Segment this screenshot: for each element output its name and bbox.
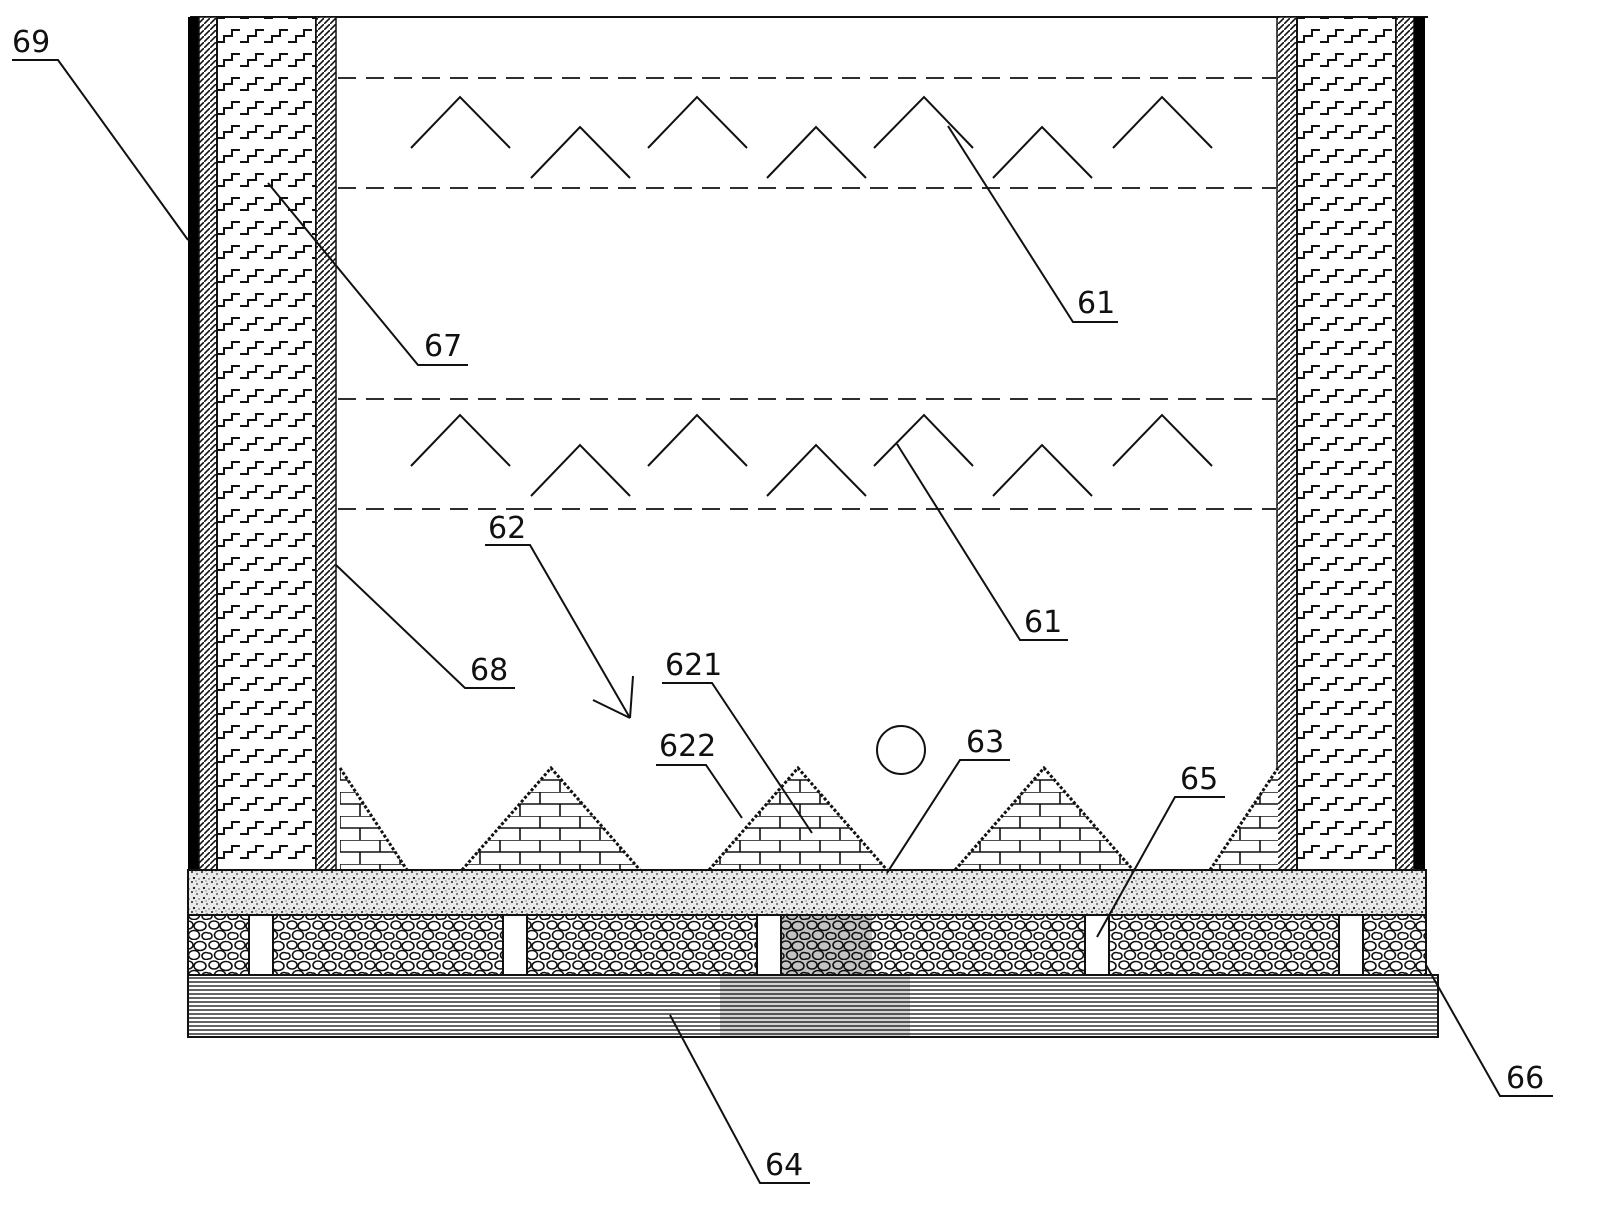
leader-lines	[12, 59, 1553, 1184]
label-66: 66	[1506, 1061, 1544, 1096]
label-63: 63	[966, 725, 1004, 760]
label-68: 68	[470, 653, 508, 688]
upper-chevron-row	[410, 95, 1213, 179]
dashed-layer-lines	[338, 77, 1276, 510]
label-61-bottom: 61	[1024, 605, 1062, 640]
label-64: 64	[765, 1148, 803, 1183]
left-wall	[188, 16, 337, 871]
gravel-layer	[187, 914, 1427, 976]
label-62: 62	[488, 511, 526, 546]
label-67: 67	[424, 329, 462, 364]
label-65: 65	[1180, 762, 1218, 797]
label-622: 622	[659, 729, 716, 764]
sand-layer	[187, 869, 1427, 916]
label-621: 621	[665, 648, 722, 683]
label-69: 69	[12, 25, 50, 60]
brick-pyramids	[338, 765, 1280, 871]
pipe-circle	[876, 725, 926, 775]
right-wall	[1276, 16, 1425, 871]
lower-chevron-row	[410, 413, 1213, 497]
label-61-top: 61	[1077, 286, 1115, 321]
base-layer	[187, 974, 1439, 1038]
